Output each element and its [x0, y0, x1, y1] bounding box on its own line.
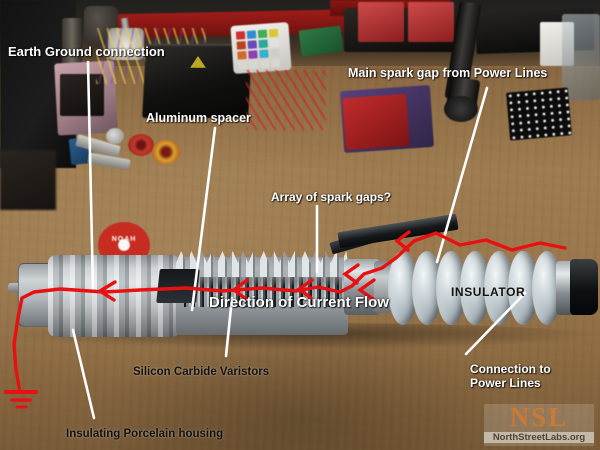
earth-ground-terminal — [8, 283, 22, 292]
arrowhead — [231, 278, 249, 301]
label-insulator: INSULATOR — [451, 285, 526, 299]
noah-sticker-text: NOAH — [111, 236, 137, 243]
current-flow-line — [12, 231, 567, 394]
leader-aluminum-spacer — [190, 126, 217, 312]
clear-plastic-case — [562, 14, 600, 100]
label-direction-of-current-flow: Direction of Current Flow — [209, 294, 389, 311]
speaker — [444, 96, 478, 122]
leader-main-spark-gap — [435, 86, 489, 264]
arrowhead — [342, 263, 360, 285]
current-flow-arrowheads — [96, 230, 411, 302]
porcelain-insulator-sheds — [388, 251, 568, 325]
leader-lines — [71, 60, 527, 420]
metal-collar-inner — [374, 261, 392, 313]
red-pcb-module — [408, 2, 454, 42]
metal-disc — [106, 128, 124, 144]
red-wire-bundle — [246, 70, 326, 130]
leader-silicon-carbide-varistors — [224, 296, 234, 358]
spark-gap-array — [184, 277, 342, 307]
spark-gap-highlight — [184, 277, 342, 287]
label-aluminum-spacer: Aluminum spacer — [146, 111, 251, 125]
current-flow-path — [4, 231, 567, 409]
black-tray — [344, 2, 466, 52]
label-main-spark-gap: Main spark gap from Power Lines — [348, 66, 548, 80]
label-connection-to-power-lines: Connection to Power Lines — [470, 362, 551, 390]
red-pcb-module — [358, 2, 404, 42]
leader-earth-ground — [86, 60, 95, 292]
lightning-arrester-device — [8, 213, 598, 349]
label-earth-ground-connection: Earth Ground connection — [8, 44, 165, 59]
toroid-inductor — [128, 134, 154, 156]
arrowhead — [357, 278, 376, 301]
leader-porcelain-housing — [71, 328, 96, 420]
label-array-of-spark-gaps: Array of spark gaps? — [271, 190, 392, 204]
arrowhead — [394, 230, 411, 252]
label-insulating-porcelain-housing: Insulating Porcelain housing — [66, 428, 224, 440]
watermark: NSL NorthStreetLabs.org — [484, 402, 594, 446]
watermark-url: NorthStreetLabs.org — [484, 432, 594, 443]
arrowhead — [296, 278, 314, 300]
leader-connection-power-lines — [464, 291, 527, 356]
power-line-connection-cap — [570, 259, 598, 315]
monitor-base — [0, 150, 56, 210]
label-silicon-carbide-varistors: Silicon Carbide Varistors — [133, 366, 270, 378]
watermark-logo: NSL — [509, 402, 569, 432]
toroid-inductor — [152, 140, 180, 164]
arrowhead — [96, 280, 117, 302]
